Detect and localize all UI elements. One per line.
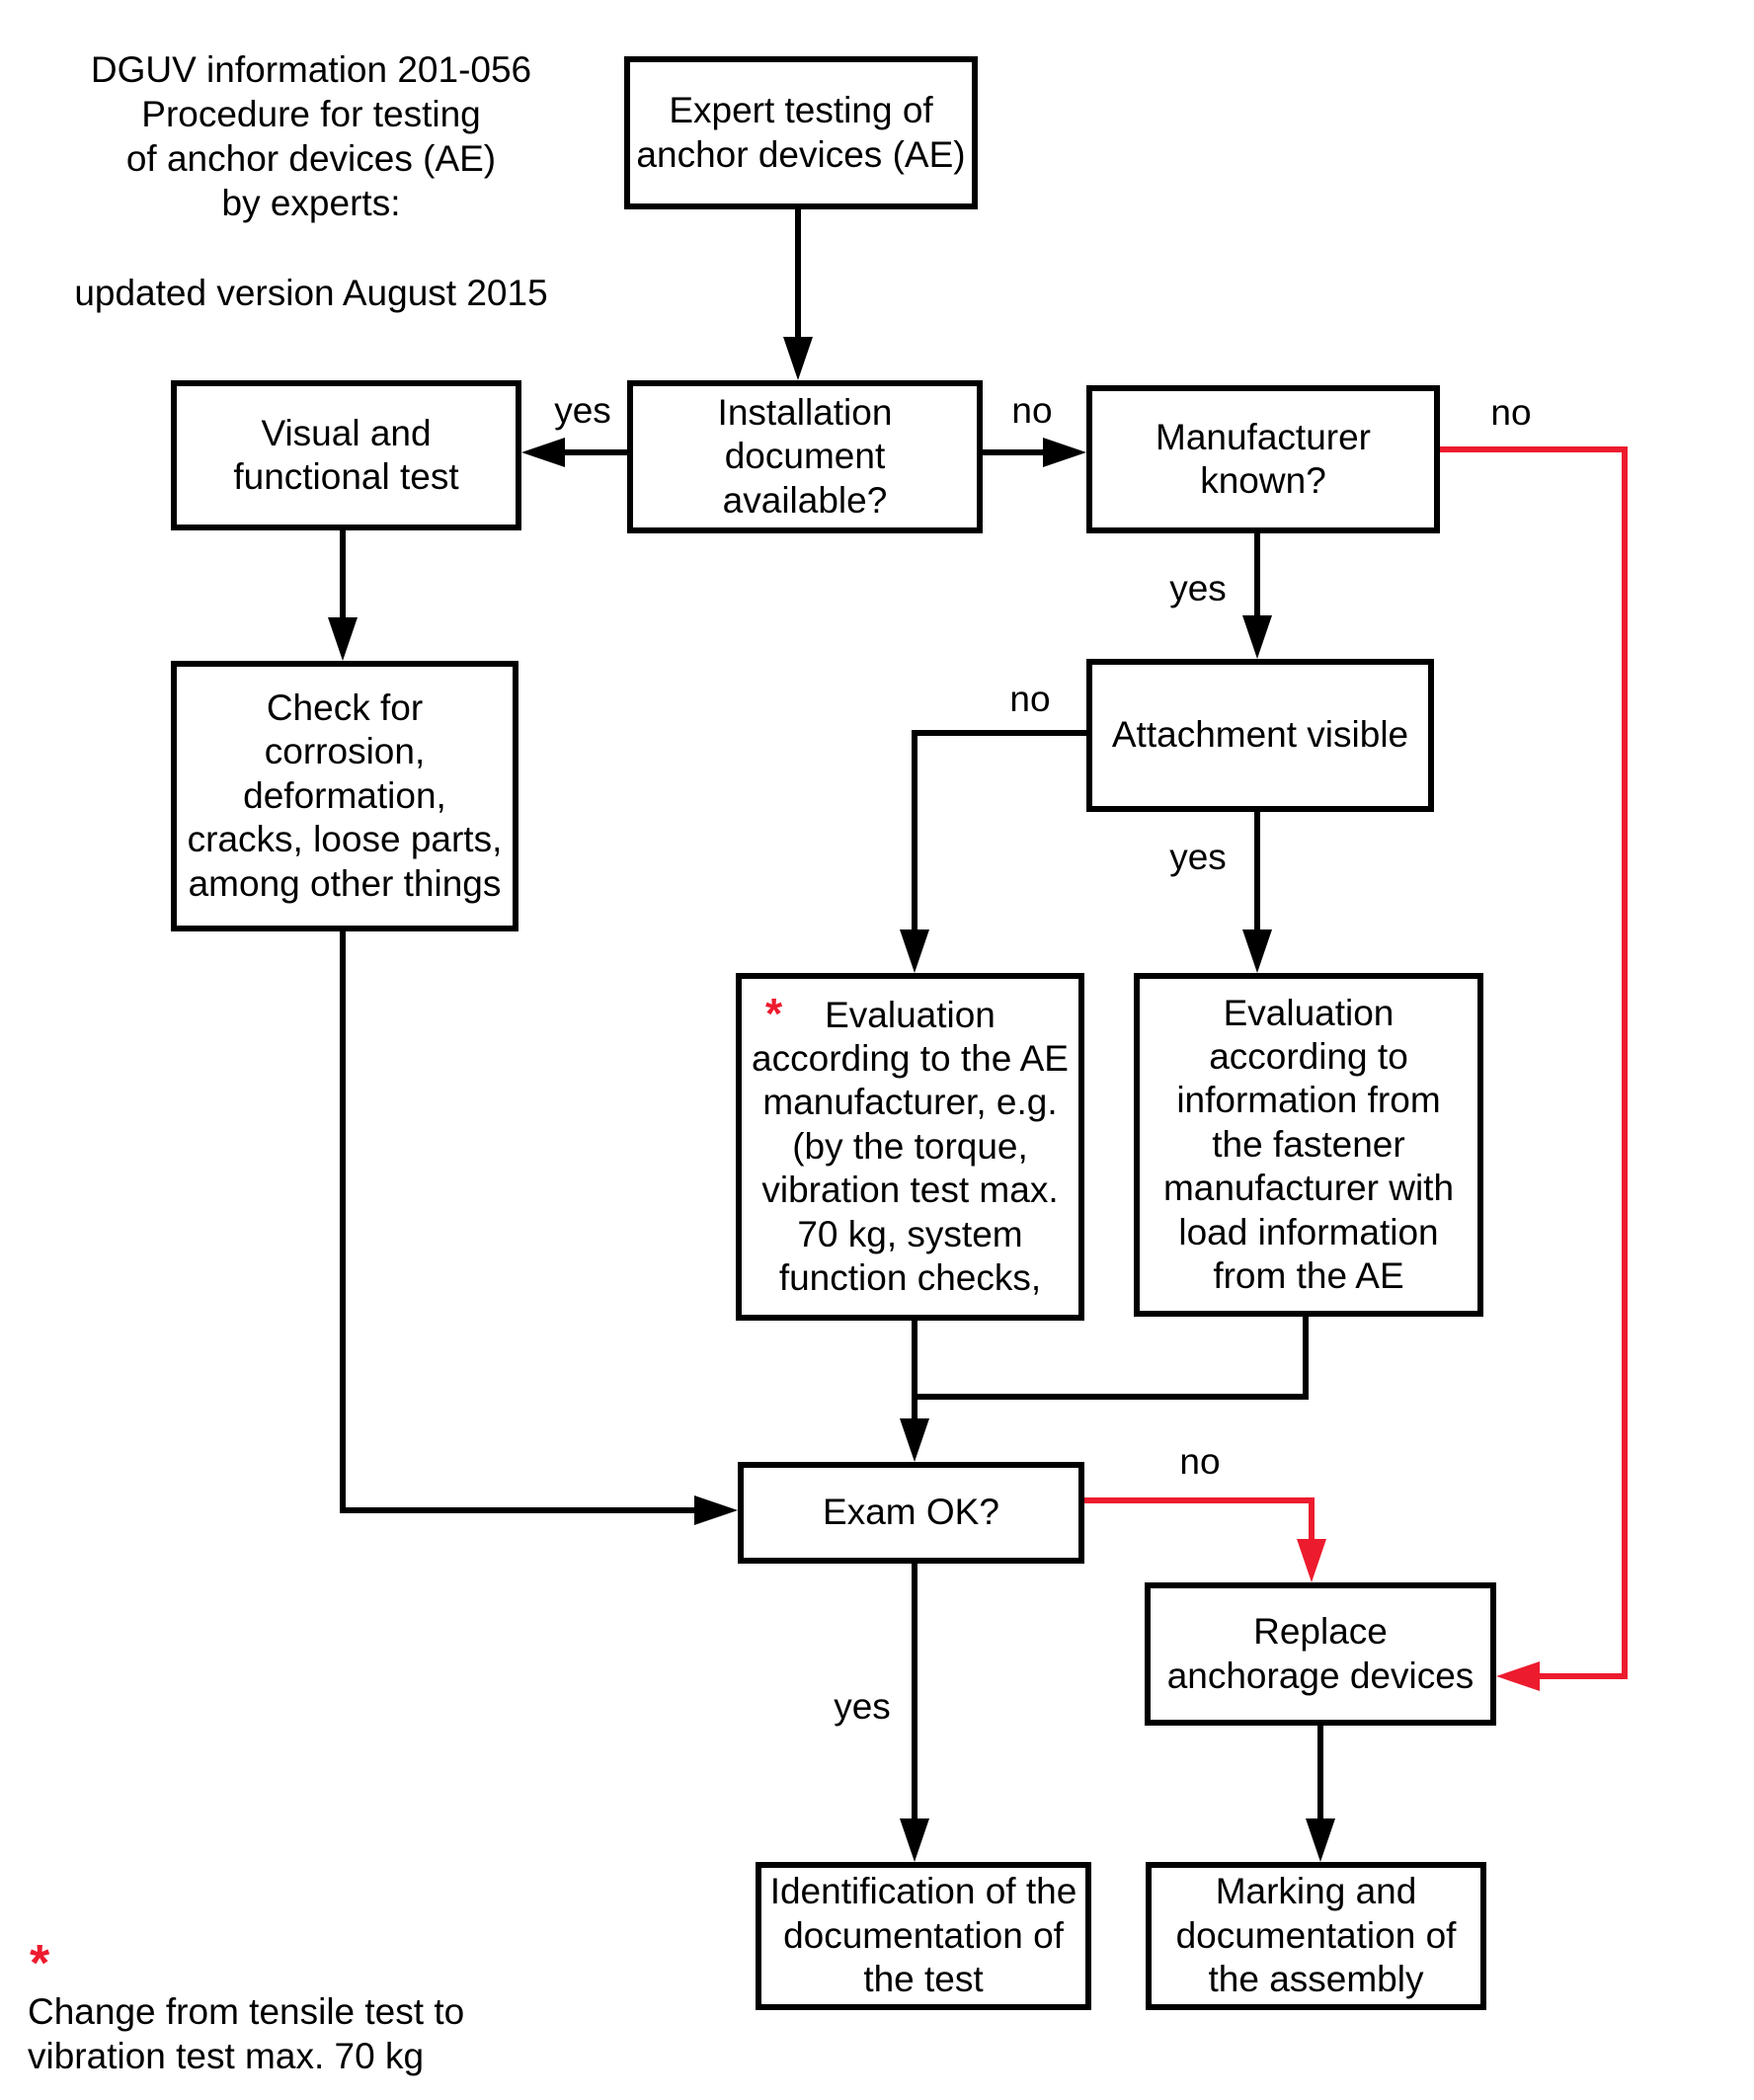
arrowhead-into-marking <box>1306 1818 1335 1862</box>
connector-eval-ae-down <box>912 1321 917 1418</box>
footnote-text: Change from tensile test to vibration te… <box>28 1991 465 2076</box>
connector-attachment-no-horizontal <box>912 730 1086 736</box>
arrowhead-into-identification <box>900 1818 929 1862</box>
arrowhead-into-exam-top <box>900 1418 929 1462</box>
connector-eval-join-horizontal <box>912 1394 1309 1400</box>
node-replace-anchorage-label: Replace anchorage devices <box>1166 1611 1475 1696</box>
node-attachment-visible-label: Attachment visible <box>1111 714 1409 756</box>
connector-attachment-yes-vertical <box>1254 812 1260 929</box>
arrowhead-into-attachment <box>1242 615 1272 659</box>
edge-label-install-no: no <box>1011 390 1053 431</box>
arrowhead-into-eval-ae <box>900 929 929 973</box>
connector-attachment-no-vertical <box>912 730 917 929</box>
arrowhead-into-visual <box>521 438 565 467</box>
connector-manufacturer-no-vertical <box>1622 446 1628 1679</box>
node-check-corrosion: Check for corrosion, deformation, cracks… <box>171 661 518 931</box>
edge-label-exam-no: no <box>1179 1441 1221 1482</box>
node-evaluation-ae-manufacturer-label: Evaluation according to the AE manufactu… <box>752 994 1069 1298</box>
connector-replace-to-marking <box>1317 1726 1323 1818</box>
connector-visual-to-check <box>340 530 346 619</box>
node-expert-testing-label: Expert testing of anchor devices (AE) <box>636 90 966 175</box>
node-marking-documentation: Marking and documentation of the assembl… <box>1146 1862 1486 2010</box>
node-manufacturer-known: Manufacturer known? <box>1086 385 1440 533</box>
edge-label-attachment-yes: yes <box>1169 837 1227 877</box>
diagram-title: DGUV information 201-056 Procedure for t… <box>90 49 532 223</box>
connector-manufacturer-no-return <box>1540 1673 1628 1679</box>
node-identification-documentation-label: Identification of the documentation of t… <box>769 1871 1077 2000</box>
node-exam-ok: Exam OK? <box>738 1462 1084 1564</box>
edge-label-attachment-no: no <box>1009 679 1051 719</box>
node-check-corrosion-label: Check for corrosion, deformation, cracks… <box>187 687 503 904</box>
node-exam-ok-label: Exam OK? <box>823 1492 999 1533</box>
arrowhead-into-install <box>783 337 813 380</box>
footnote-asterisk-marker: * <box>30 1935 50 1992</box>
edge-label-manufacturer-yes: yes <box>1169 568 1227 608</box>
node-attachment-visible: Attachment visible <box>1086 659 1434 812</box>
connector-manufacturer-to-attachment <box>1254 533 1260 617</box>
edge-label-manufacturer-no: no <box>1490 392 1532 433</box>
arrowhead-into-manufacturer <box>1043 438 1086 467</box>
connector-expert-to-install <box>795 209 801 345</box>
connector-exam-no-horizontal <box>1084 1497 1315 1503</box>
arrowhead-into-replace-right <box>1496 1661 1540 1691</box>
arrowhead-into-check <box>328 617 358 661</box>
node-installation-document-label: Installation document available? <box>717 391 893 521</box>
arrowhead-into-exam-left <box>694 1495 738 1525</box>
arrowhead-into-eval-fastener <box>1242 929 1272 973</box>
node-evaluation-fastener-manufacturer: Evaluation according to information from… <box>1134 973 1483 1317</box>
connector-eval-fastener-down <box>1303 1317 1309 1400</box>
node-visual-functional-test: Visual and functional test <box>171 380 521 530</box>
node-installation-document: Installation document available? <box>627 380 983 533</box>
connector-exam-no-vertical <box>1309 1497 1315 1543</box>
node-replace-anchorage: Replace anchorage devices <box>1145 1582 1496 1726</box>
node-marking-documentation-label: Marking and documentation of the assembl… <box>1175 1871 1457 2000</box>
diagram-subtitle: updated version August 2015 <box>74 273 548 313</box>
edge-label-install-yes: yes <box>554 390 611 431</box>
node-expert-testing: Expert testing of anchor devices (AE) <box>624 56 978 209</box>
node-visual-functional-test-label: Visual and functional test <box>233 412 459 497</box>
connector-check-to-exam-horizontal <box>340 1507 694 1513</box>
connector-install-to-visual <box>565 449 627 455</box>
asterisk-marker: * <box>765 990 783 1038</box>
connector-check-down <box>340 931 346 1510</box>
node-evaluation-ae-manufacturer: * Evaluation according to the AE manufac… <box>736 973 1084 1321</box>
arrowhead-into-replace-top <box>1297 1539 1326 1582</box>
connector-manufacturer-no-horizontal <box>1440 446 1628 452</box>
edge-label-exam-yes: yes <box>834 1686 891 1727</box>
connector-install-to-manufacturer <box>983 449 1043 455</box>
node-identification-documentation: Identification of the documentation of t… <box>756 1862 1091 2010</box>
connector-exam-yes-vertical <box>912 1564 917 1818</box>
node-manufacturer-known-label: Manufacturer known? <box>1156 416 1371 501</box>
node-evaluation-fastener-manufacturer-label: Evaluation according to information from… <box>1162 992 1455 1296</box>
